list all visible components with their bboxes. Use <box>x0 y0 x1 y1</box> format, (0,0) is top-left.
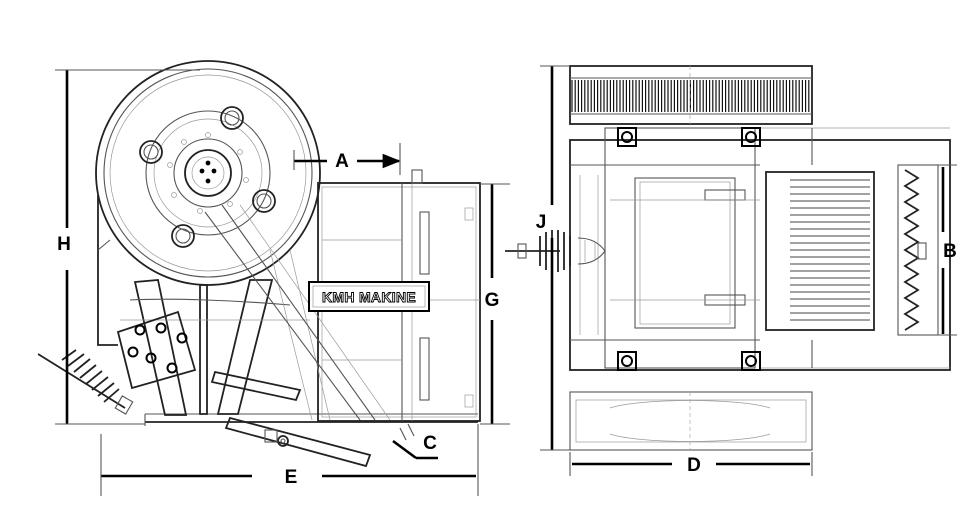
dimension-label-d: D <box>687 455 701 476</box>
dimension-label-c: C <box>423 433 437 454</box>
toggle-plate <box>210 370 372 468</box>
tension-spring <box>37 349 134 415</box>
bearing-block <box>116 310 197 390</box>
dimension-j: J <box>536 65 570 451</box>
dimension-g: G <box>480 183 510 425</box>
dimension-c: C <box>392 423 438 460</box>
jaw-teeth <box>790 179 870 321</box>
dimension-label-g: G <box>485 290 500 311</box>
dimension-a: A <box>293 143 401 175</box>
dimension-d: D <box>569 452 813 476</box>
jaw-plates <box>765 164 939 336</box>
side-view: KMH MAKINE H A G <box>37 60 510 496</box>
belt-grooves <box>571 80 810 112</box>
dimension-label-h: H <box>57 234 71 255</box>
top-view: J B D <box>505 65 957 476</box>
dimension-label-j: J <box>536 212 547 233</box>
dimension-label-b: B <box>943 241 957 262</box>
bottom-pulley <box>569 391 813 451</box>
flywheel <box>95 60 321 286</box>
top-flywheel <box>569 65 813 125</box>
dimension-h: H <box>55 69 200 425</box>
dimension-label-a: A <box>335 151 349 172</box>
nameplate: KMH MAKINE <box>308 281 430 312</box>
dimension-b: B <box>930 164 957 336</box>
nameplate-text: KMH MAKINE <box>322 289 416 305</box>
top-body <box>569 127 951 371</box>
top-spring <box>505 230 606 272</box>
dimension-e: E <box>100 424 479 496</box>
base-frame <box>144 413 478 426</box>
dimension-label-e: E <box>285 467 298 488</box>
